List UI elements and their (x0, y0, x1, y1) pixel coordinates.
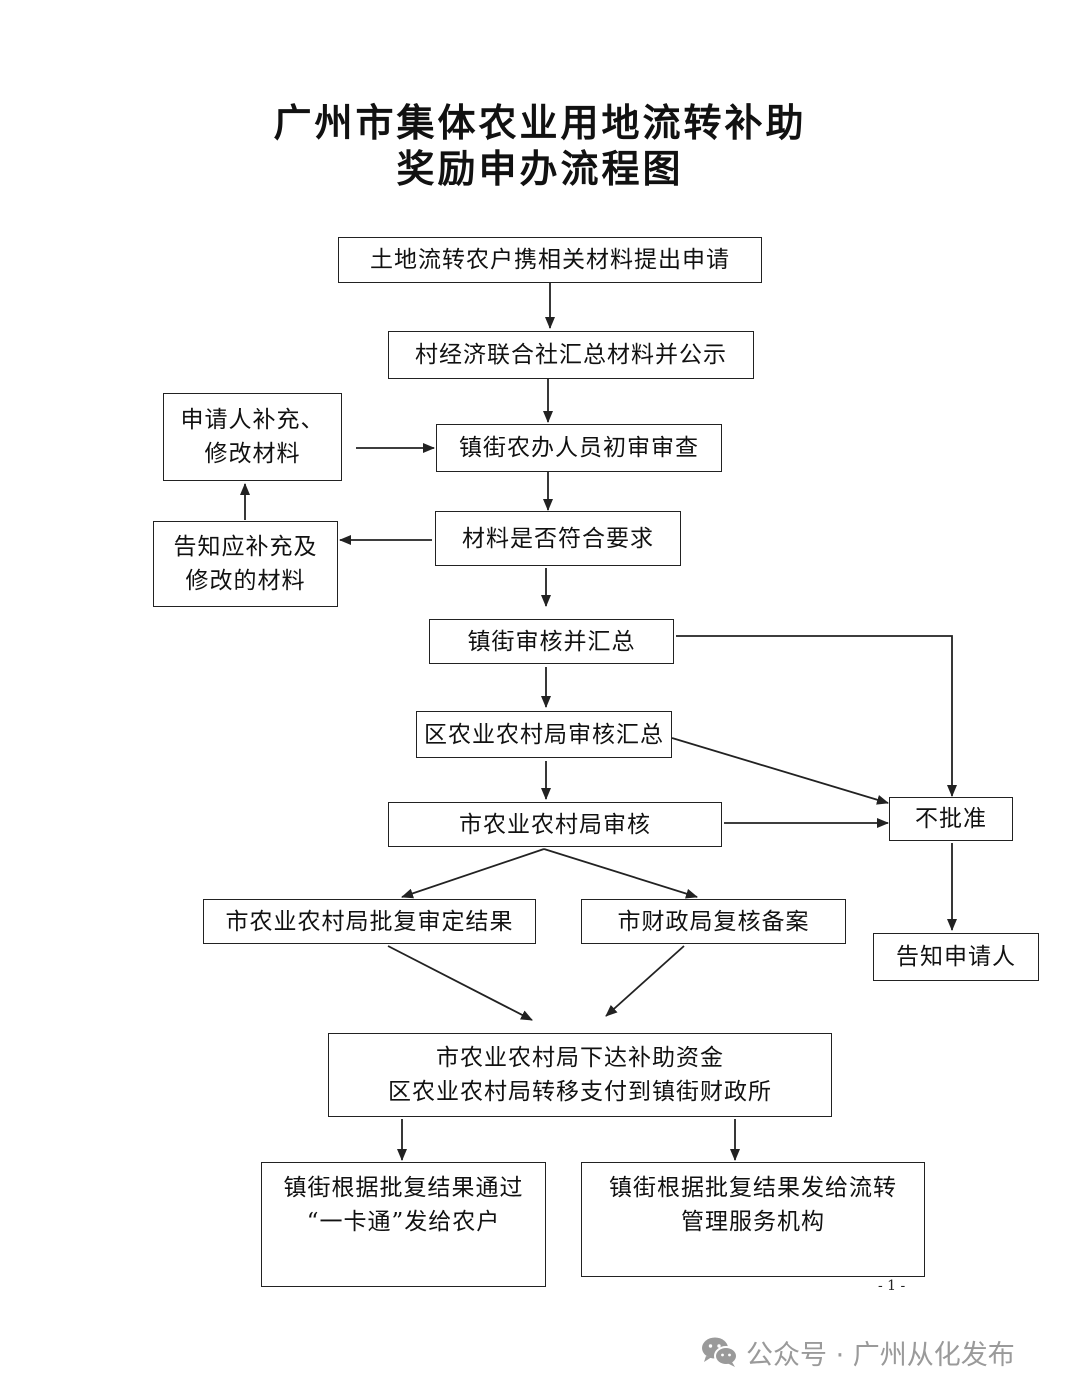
node-pay-agency-label-2: 管理服务机构 (681, 1209, 825, 1235)
page-title-line-1: 广州市集体农业用地流转补助 (273, 101, 807, 145)
node-district-review-summary-label: 区农业农村局审核汇总 (424, 721, 664, 748)
node-funds-transfer: 市农业农村局下达补助资金 区农业农村局转移支付到镇街财政所 (328, 1033, 832, 1117)
node-apply: 土地流转农户携相关材料提出申请 (338, 237, 762, 283)
node-apply-label: 土地流转农户携相关材料提出申请 (370, 247, 730, 273)
node-materials-compliant: 材料是否符合要求 (435, 511, 681, 566)
node-not-approved: 不批准 (889, 797, 1013, 841)
arrow-approval-result-to-funds (387, 945, 533, 1021)
node-supplement-label-1: 申请人补充、 (180, 407, 325, 433)
node-pay-agency-label-1: 镇街根据批复结果发给流转 (609, 1175, 897, 1201)
node-city-review: 市农业农村局审核 (388, 802, 722, 847)
node-town-review-summary-label: 镇街审核并汇总 (467, 628, 636, 655)
node-finance-record-label: 市财政局复核备案 (617, 908, 810, 935)
node-materials-compliant-label: 材料是否符合要求 (462, 525, 654, 552)
node-pay-farmers-label-1: 镇街根据批复结果通过 (283, 1175, 524, 1201)
node-district-review-summary: 区农业农村局审核汇总 (416, 711, 672, 758)
wechat-icon (702, 1337, 738, 1367)
node-funds-label-1: 市农业农村局下达补助资金 (436, 1045, 724, 1071)
node-not-approved-label: 不批准 (915, 806, 987, 832)
node-village-publicize: 村经济联合社汇总材料并公示 (388, 331, 754, 379)
arrow-town-summary-to-not-approved (676, 635, 957, 797)
node-notify-applicant-label: 告知申请人 (896, 944, 1016, 970)
node-city-approval-result-label: 市农业农村局批复审定结果 (225, 908, 514, 935)
node-funds-label-2: 区农业农村局转移支付到镇街财政所 (388, 1079, 772, 1105)
arrow-district-to-not-approved (671, 737, 889, 805)
watermark-text: 公众号 · 广州从化发布 (746, 1339, 1015, 1371)
node-pay-farmers-label-2: “一卡通”发给农户 (306, 1209, 501, 1235)
node-notify-supplement: 告知应补充及 修改的材料 (153, 521, 338, 607)
node-supplement-label-2: 修改材料 (204, 441, 301, 467)
page-number: - 1 - (878, 1278, 906, 1294)
node-city-approval-result: 市农业农村局批复审定结果 (203, 899, 536, 944)
node-notify-applicant: 告知申请人 (873, 933, 1039, 981)
node-notify-supplement-label-1: 告知应补充及 (173, 534, 318, 560)
arrow-city-review-to-finance (543, 848, 698, 899)
watermark: 公众号 · 广州从化发布 (700, 1332, 1015, 1372)
node-town-review-summary: 镇街审核并汇总 (429, 619, 674, 664)
node-supplement-materials: 申请人补充、 修改材料 (163, 393, 342, 481)
node-notify-supplement-label-2: 修改的材料 (185, 568, 306, 594)
node-town-initial-review-label: 镇街农办人员初审审查 (459, 435, 699, 461)
node-town-initial-review: 镇街农办人员初审审查 (436, 424, 722, 472)
arrow-finance-to-funds (605, 945, 685, 1017)
node-pay-agency: 镇街根据批复结果发给流转 管理服务机构 (581, 1162, 925, 1277)
node-finance-record: 市财政局复核备案 (581, 899, 846, 944)
node-pay-farmers: 镇街根据批复结果通过 “一卡通”发给农户 (261, 1162, 546, 1287)
node-city-review-label: 市农业农村局审核 (459, 811, 651, 838)
page-title-line-2: 奖励申办流程图 (396, 147, 684, 191)
arrow-city-review-to-approval-result (401, 848, 545, 899)
node-village-publicize-label: 村经济联合社汇总材料并公示 (415, 342, 727, 368)
